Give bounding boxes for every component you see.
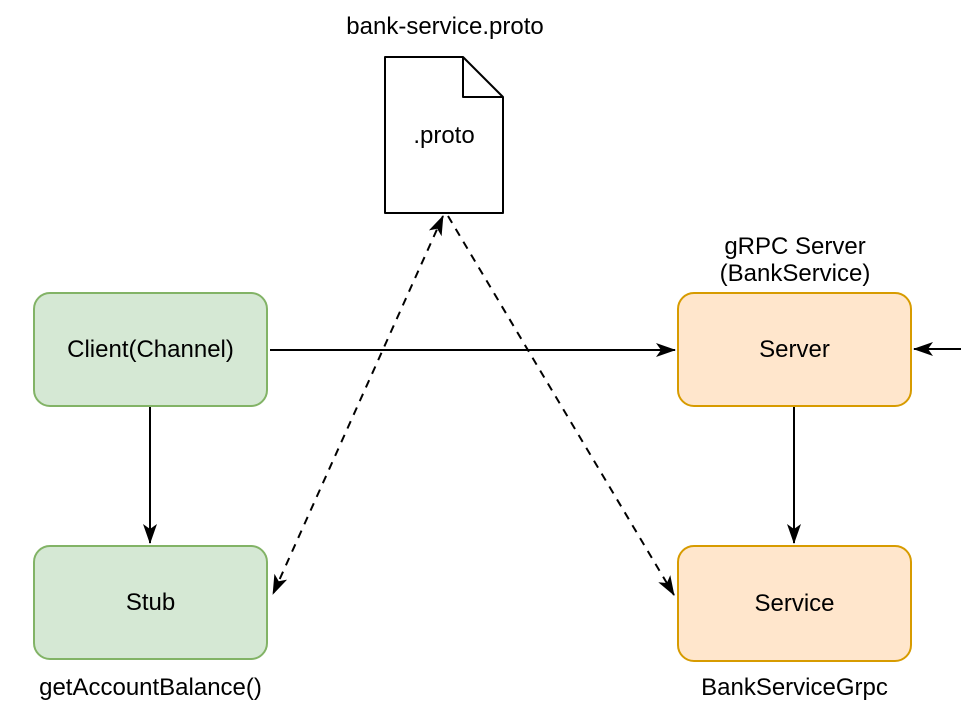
server-caption-line1: gRPC Server — [724, 233, 866, 260]
server-caption: gRPC Server (BankService) — [660, 233, 930, 287]
node-service-label: Service — [754, 589, 835, 617]
proto-file-fold-icon — [462, 57, 503, 98]
stub-caption: getAccountBalance() — [39, 674, 262, 701]
node-service: Service — [677, 545, 912, 662]
edge-proto-to-service-dashed — [447, 215, 675, 596]
node-server: Server — [677, 292, 912, 407]
node-client-label: Client(Channel) — [67, 335, 234, 363]
edge-proto-to-stub-dashed — [272, 215, 444, 595]
node-stub-label: Stub — [125, 588, 176, 616]
service-caption: BankServiceGrpc — [701, 674, 888, 701]
node-server-label: Server — [759, 335, 830, 363]
server-caption-line2: (BankService) — [719, 260, 871, 287]
proto-file-caption: bank-service.proto — [346, 13, 544, 40]
node-stub: Stub — [33, 545, 268, 660]
proto-file-label: .proto — [413, 122, 475, 149]
node-client: Client(Channel) — [33, 292, 268, 407]
